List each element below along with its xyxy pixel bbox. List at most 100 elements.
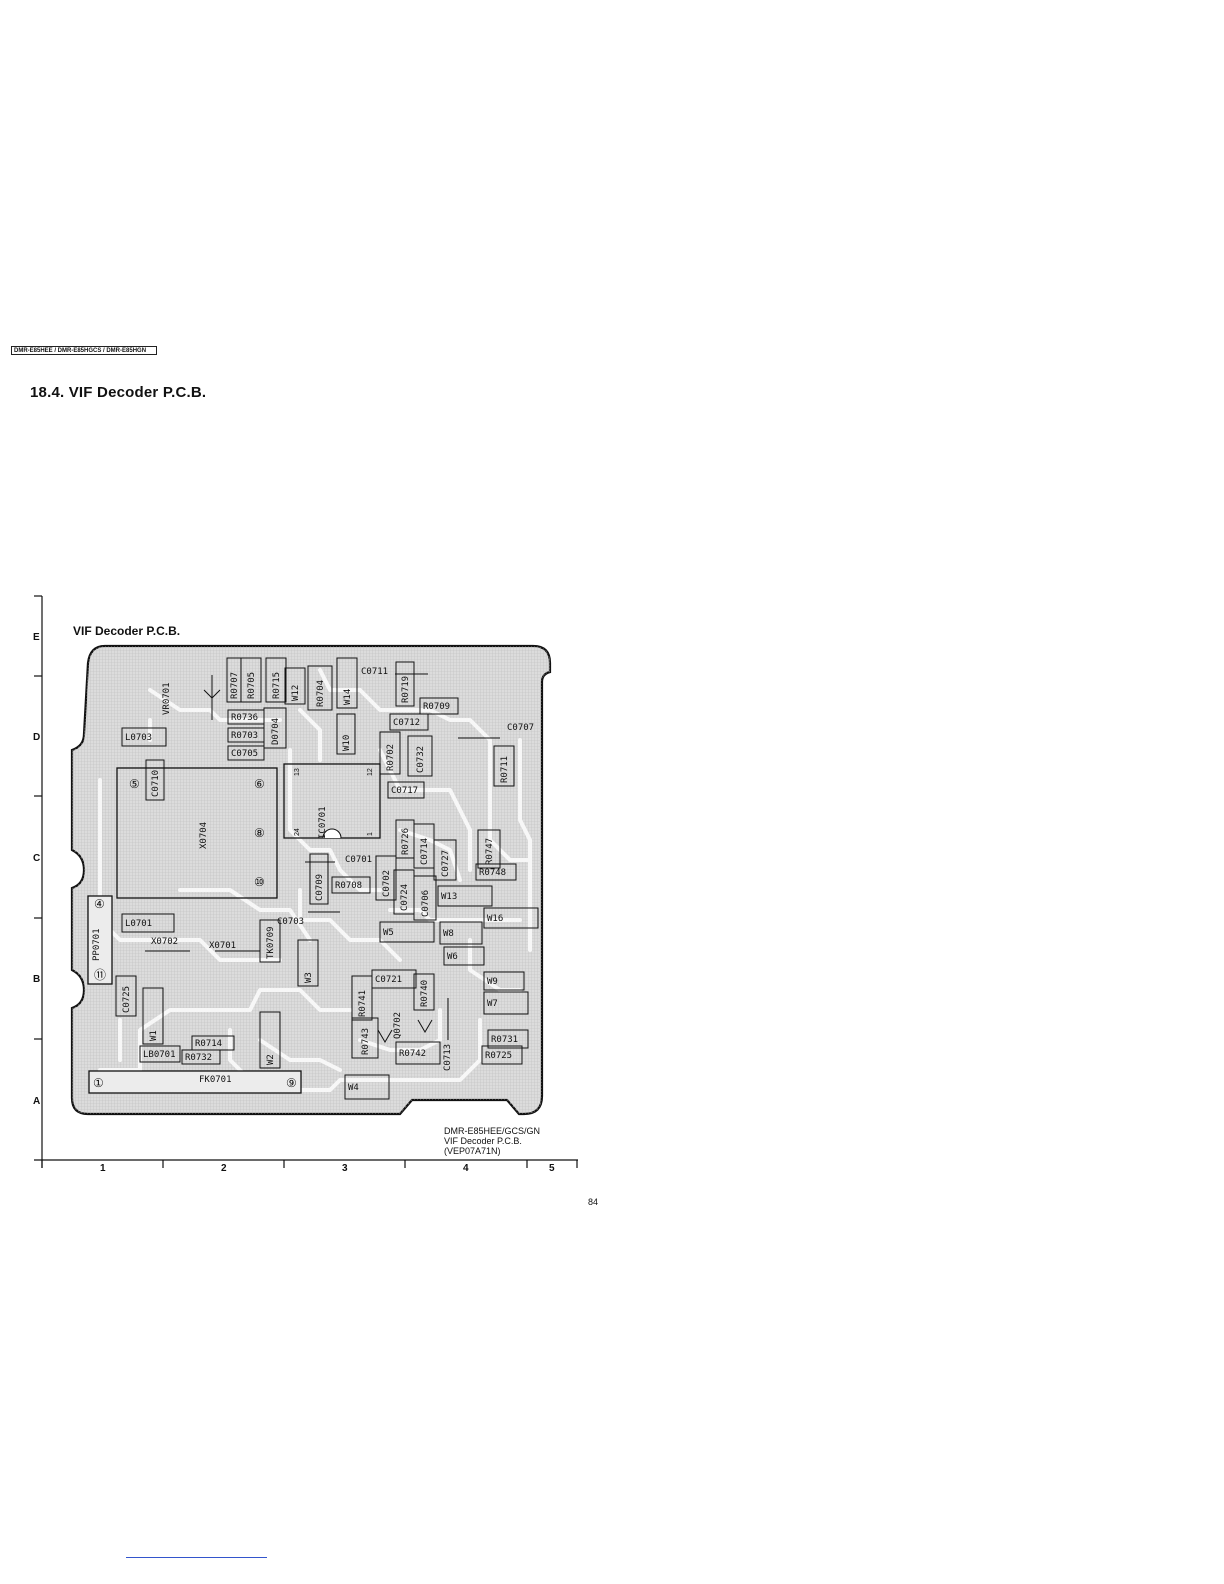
- component-l0701-label: L0701: [125, 919, 152, 929]
- component-c0701-label: C0701: [345, 855, 372, 865]
- component-r0715-outline: [265, 657, 287, 703]
- component-c0702-outline: [375, 855, 397, 901]
- component-r0726-label: R0726: [401, 828, 411, 855]
- component-c0717-label: C0717: [391, 786, 418, 796]
- component-c0712-label: C0712: [393, 718, 420, 728]
- component-c0706-label: C0706: [421, 890, 431, 917]
- component-w4-outline: [344, 1074, 390, 1100]
- column-label-4: 4: [463, 1163, 469, 1174]
- component-r0707-label: R0707: [230, 672, 240, 699]
- x0704-module: [116, 767, 278, 899]
- pp0701-box: [87, 895, 113, 985]
- component-pp0701-label: PP0701: [92, 928, 102, 961]
- component-w8-label: W8: [443, 929, 454, 939]
- component-w13-outline: [437, 885, 493, 907]
- component-r0708-label: R0708: [335, 881, 362, 891]
- component-c0732-label: C0732: [416, 746, 426, 773]
- component-c0709-outline: [309, 853, 329, 905]
- component-w2-outline: [259, 1011, 281, 1069]
- component-c0714-label: C0714: [420, 838, 430, 865]
- row-label-b: B: [33, 974, 40, 985]
- mark-4: ④: [94, 897, 105, 911]
- caption-board: VIF Decoder P.C.B.: [444, 1136, 522, 1146]
- component-r0742-outline: [395, 1041, 441, 1065]
- component-c0724-label: C0724: [400, 884, 410, 911]
- component-r0731-label: R0731: [491, 1035, 518, 1045]
- component-r0704-label: R0704: [316, 680, 326, 707]
- component-w9-label: W9: [487, 977, 498, 987]
- component-w12-outline: [284, 667, 306, 705]
- component-r0736-label: R0736: [231, 713, 258, 723]
- figure-title: VIF Decoder P.C.B.: [73, 624, 180, 638]
- component-l0703-outline: [121, 727, 167, 747]
- component-r0741-label: R0741: [358, 990, 368, 1017]
- component-w6-label: W6: [447, 952, 458, 962]
- component-c0727-label: C0727: [441, 850, 451, 877]
- component-c0711-label: C0711: [361, 667, 388, 677]
- mark-6: ⑥: [254, 777, 265, 791]
- column-label-1: 1: [100, 1163, 106, 1174]
- component-c0712-outline: [389, 713, 429, 731]
- component-w16-label: W16: [487, 914, 503, 924]
- component-r0742-label: R0742: [399, 1049, 426, 1059]
- component-c0705-outline: [227, 745, 265, 761]
- component-c0732-outline: [407, 735, 433, 777]
- component-r0725-outline: [481, 1045, 523, 1065]
- component-w10-label: W10: [342, 735, 352, 751]
- component-c0725-label: C0725: [122, 986, 132, 1013]
- component-r0748-label: R0748: [479, 868, 506, 878]
- component-w1-outline: [142, 987, 164, 1045]
- component-w12-label: W12: [291, 685, 301, 701]
- component-w7-label: W7: [487, 999, 498, 1009]
- component-w4-label: W4: [348, 1083, 359, 1093]
- component-r0705-outline: [240, 657, 262, 703]
- component-w5-label: W5: [383, 928, 394, 938]
- mark-5: ⑤: [129, 777, 140, 791]
- component-r0740-outline: [413, 973, 435, 1011]
- component-r0709-outline: [419, 697, 459, 715]
- component-lb0701-outline: [139, 1045, 181, 1063]
- component-r0732-label: R0732: [185, 1053, 212, 1063]
- component-c0725-outline: [115, 975, 137, 1017]
- footer-link-underline[interactable]: [126, 1557, 267, 1558]
- component-w6-outline: [443, 946, 485, 966]
- component-w3-label: W3: [304, 972, 314, 983]
- component-r0714-label: R0714: [195, 1039, 222, 1049]
- component-c0706-outline: [413, 875, 437, 921]
- component-tk0709-outline: [259, 919, 281, 963]
- fk0701-connector: [88, 1070, 302, 1094]
- component-r0705-label: R0705: [247, 672, 257, 699]
- component-r0740-label: R0740: [420, 980, 430, 1007]
- component-w13-label: W13: [441, 892, 457, 902]
- row-label-d: D: [33, 732, 40, 743]
- mark-11: ⑪: [94, 968, 106, 982]
- component-c0709-label: C0709: [315, 874, 325, 901]
- component-w14-label: W14: [343, 689, 353, 705]
- component-c0702-label: C0702: [382, 870, 392, 897]
- ic-pin-24: 24: [294, 828, 301, 836]
- component-w7-outline: [483, 991, 529, 1015]
- mark-9: ⑨: [286, 1076, 297, 1090]
- caption-model: DMR-E85HEE/GCS/GN: [444, 1126, 540, 1136]
- component-vr0701-label: VR0701: [162, 682, 172, 715]
- caption-part-number: (VEP07A71N): [444, 1146, 501, 1156]
- component-r0704-outline: [307, 665, 333, 711]
- ic-pin-1: 1: [367, 832, 374, 836]
- frame-rulers: [34, 595, 578, 1168]
- component-r0702-outline: [379, 731, 401, 775]
- component-lb0701-label: LB0701: [143, 1050, 176, 1060]
- component-r0709-label: R0709: [423, 702, 450, 712]
- column-label-3: 3: [342, 1163, 348, 1174]
- component-r0702-label: R0702: [386, 744, 396, 771]
- component-ic0701-label: IC0701: [318, 806, 328, 839]
- component-r0711-outline: [493, 745, 515, 787]
- row-label-c: C: [33, 853, 40, 864]
- component-x0704-label: X0704: [199, 822, 209, 849]
- component-w16-outline: [483, 907, 539, 929]
- model-tag: DMR-E85HEE / DMR-E85HGCS / DMR-E85HGN: [11, 346, 157, 355]
- component-c0727-outline: [433, 839, 457, 881]
- component-symbols: [145, 673, 500, 1043]
- component-c0710-outline: [145, 759, 165, 801]
- component-w9-outline: [483, 971, 525, 991]
- component-w5-outline: [379, 921, 435, 943]
